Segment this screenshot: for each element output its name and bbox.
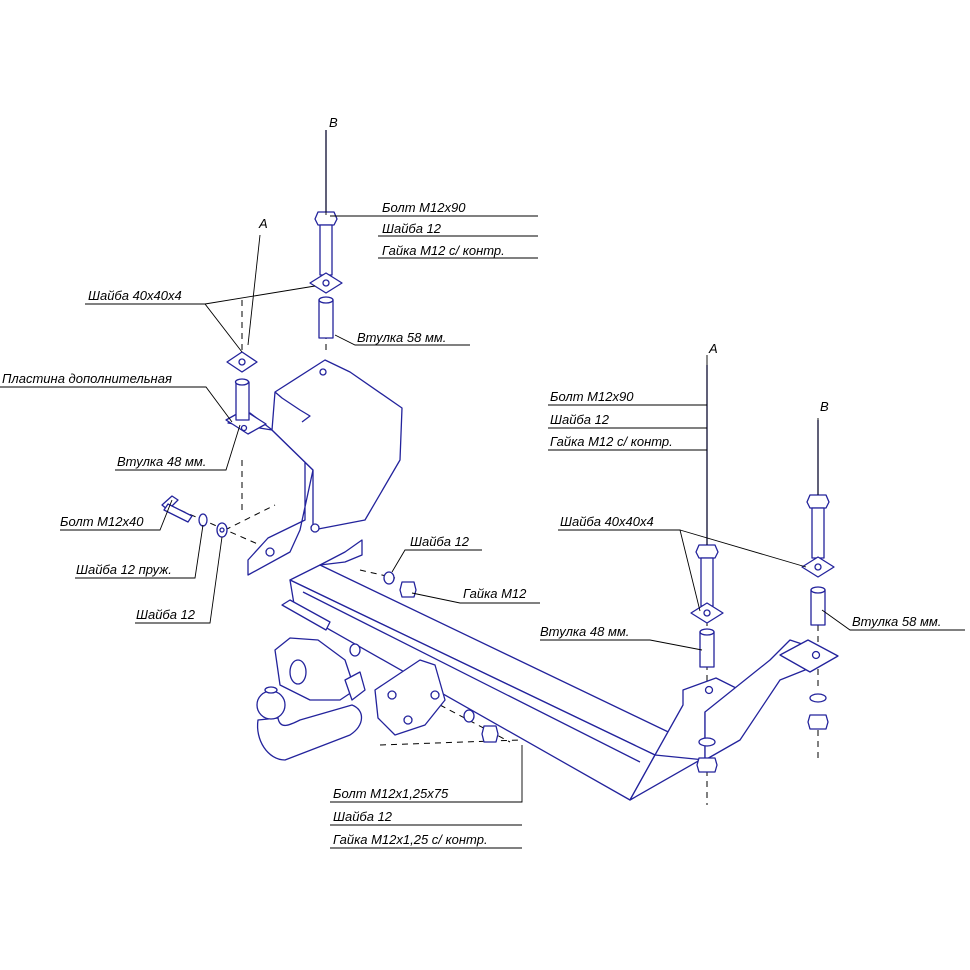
left-bracket: [225, 351, 403, 576]
label-washer-12-3: Шайба 12: [410, 534, 470, 549]
label-sleeve-58-2: Втулка 58 мм.: [852, 614, 941, 629]
label-washer-12-4: Шайба 12: [550, 412, 610, 427]
right-bracket: [654, 639, 839, 761]
label-b-right: B: [820, 399, 829, 414]
label-washer-12-5: Шайба 12: [333, 809, 393, 824]
label-nut-m12x125: Гайка М12х1,25 с/ контр.: [333, 832, 488, 847]
bolt-stack-top-left: [309, 130, 343, 339]
label-nut-m12-1: Гайка М12 с/ контр.: [382, 243, 505, 258]
label-washer-40-1: Шайба 40х40х4: [88, 288, 182, 303]
label-b-top: B: [329, 115, 338, 130]
label-a-left: A: [258, 216, 268, 231]
label-bolt-m12x90-2: Болт М12х90: [550, 389, 634, 404]
label-bolt-m12x90-1: Болт М12х90: [382, 200, 466, 215]
label-nut-m12-2: Гайка М12 с/ контр.: [550, 434, 673, 449]
label-sleeve-58-1: Втулка 58 мм.: [357, 330, 446, 345]
label-washer-40-2: Шайба 40х40х4: [560, 514, 654, 529]
leader-lines: [0, 130, 965, 849]
label-washer-12-1: Шайба 12: [382, 221, 442, 236]
label-washer-12-2: Шайба 12: [136, 607, 196, 622]
bolt-stack-right-a: [690, 365, 724, 773]
label-nut-m12: Гайка М12: [463, 586, 527, 601]
main-crossbar: [289, 539, 701, 801]
label-sleeve-48-1: Втулка 48 мм.: [117, 454, 206, 469]
label-sleeve-48-2: Втулка 48 мм.: [540, 624, 629, 639]
label-bolt-m12x40: Болт М12х40: [60, 514, 144, 529]
hitch-assembly: [256, 571, 499, 761]
label-bolt-m12x125: Болт М12х1,25х75: [333, 786, 449, 801]
label-a-right: A: [708, 341, 718, 356]
label-washer-12-spring: Шайба 12 пруж.: [76, 562, 172, 577]
part-labels: B A Болт М12х90 Шайба 12 Гайка М12 с/ ко…: [2, 115, 941, 847]
bolt-stack-right-b: [801, 420, 835, 730]
label-plate-extra: Пластина дополнительная: [2, 371, 172, 386]
left-fasteners: [161, 495, 228, 538]
